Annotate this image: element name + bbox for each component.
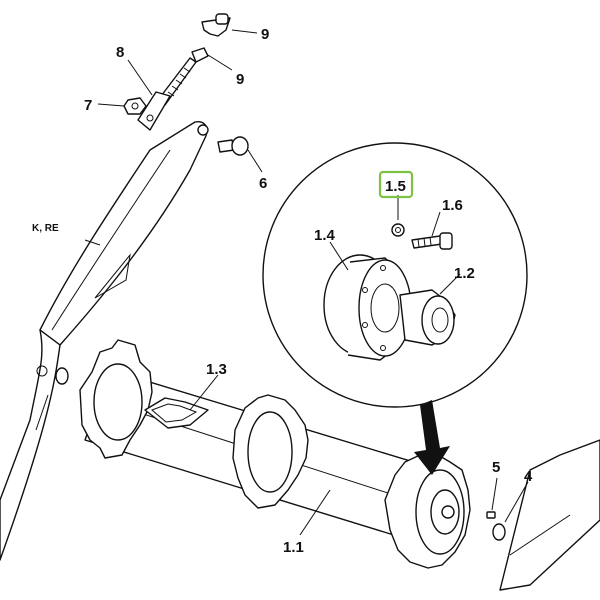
callout-1-1: 1.1 <box>283 539 304 556</box>
callout-7: 7 <box>84 97 92 114</box>
sprocket-shaft <box>79 339 471 569</box>
leader-lines <box>35 29 529 536</box>
callout-5: 5 <box>492 459 500 476</box>
callout-labels: 9 9 8 7 6 1.5 1.6 1.4 1.2 1.3 1.1 5 4 K,… <box>32 26 533 556</box>
callout-6: 6 <box>259 175 267 192</box>
callout-4: 4 <box>524 468 533 485</box>
tensioner-assembly <box>123 13 249 156</box>
callout-1-5: 1.5 <box>385 178 406 195</box>
callout-1-3: 1.3 <box>206 361 227 378</box>
callout-9-top: 9 <box>261 26 269 43</box>
detail-view <box>262 142 528 408</box>
callout-1-2: 1.2 <box>454 265 475 282</box>
right-hardware <box>486 439 600 591</box>
callout-8: 8 <box>116 44 124 61</box>
highlight-box <box>378 170 414 199</box>
callout-1-4: 1.4 <box>314 227 336 244</box>
callout-1-6: 1.6 <box>442 197 463 214</box>
side-arm <box>0 121 209 561</box>
callout-9-lower: 9 <box>236 71 244 88</box>
side-text: K, RE <box>32 223 59 234</box>
detail-arrow <box>414 400 450 475</box>
